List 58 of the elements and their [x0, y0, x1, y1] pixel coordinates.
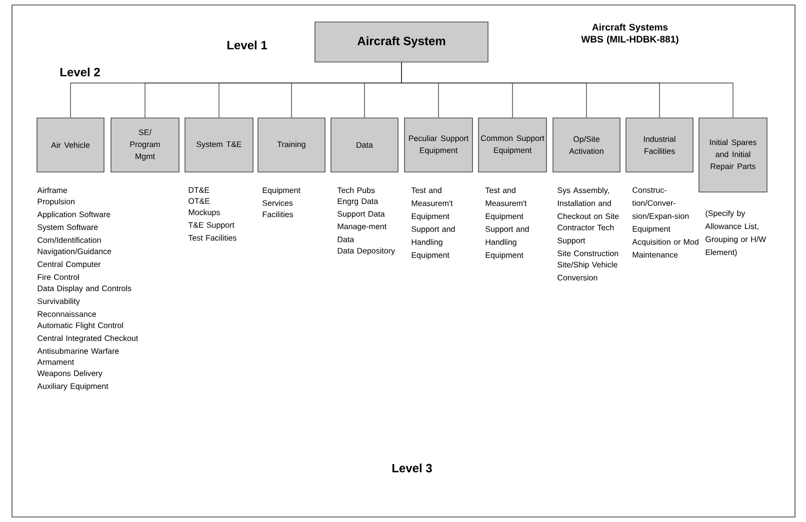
wbs-box: Peculiar Support Equipment [404, 118, 473, 172]
chart-title: Aircraft Systems WBS (MIL-HDBK-881) [581, 24, 678, 44]
list-item: Com/Identification [38, 237, 101, 243]
wbs-box: Common Support Equipment [478, 118, 547, 172]
level-label: Level 1 [227, 40, 267, 50]
connector-line [401, 62, 734, 118]
wbs-box: Industrial Facilities [626, 118, 694, 172]
list-item: Construc-tion/Conver-sion/Expan-sion [632, 187, 689, 220]
wbs-box: Air Vehicle [36, 118, 104, 172]
list-item: Fire Control [38, 274, 79, 280]
list-item: Support and Handling Equipment [412, 226, 455, 260]
list-item: Sys Assembly, Installation and Checkout on Site [558, 187, 619, 220]
list-item: T&E Support [188, 222, 234, 230]
list-item: Test and Measurem't Equipment [485, 187, 527, 221]
list-item: Armament [37, 359, 74, 365]
list-item: Test Facilities [188, 234, 236, 241]
list-item: Airframe [37, 187, 68, 194]
wbs-box: Training [258, 118, 326, 172]
list-item: Services [262, 200, 293, 206]
list-item: Data Display and Controls [38, 285, 132, 293]
list-item: Propulsion [38, 198, 74, 206]
list-item: Manage-ment Data [338, 224, 386, 242]
list-item: (Specify by Allowance List, Grouping or H/W Element) [705, 210, 766, 257]
list-item: Support and Handling Equipment [486, 226, 529, 260]
list-item: Site Construction [558, 250, 618, 256]
list-item: Weapons Delivery [37, 370, 102, 378]
list-item: Support Data [338, 211, 385, 218]
wbs-box: Initial Spares and Initial Repair Parts [698, 118, 768, 192]
level-label: Level 3 [392, 464, 432, 472]
list-item: Central Computer [38, 261, 101, 269]
list-item: DT&E [188, 187, 210, 193]
wbs-box: SE/ Program Mgmt [110, 118, 180, 172]
list-item: Navigation/Guidance [38, 248, 112, 256]
list-item: Equipment Acquisition or Mod [632, 226, 698, 246]
list-item: Mockups [188, 209, 220, 217]
wbs-box: Op/Site Activation [552, 118, 620, 172]
list-item: Facilities [262, 211, 294, 218]
list-item: Survivability [38, 298, 80, 306]
list-item: Reconnaissance [38, 311, 96, 317]
list-item: Engrg Data [338, 198, 378, 206]
list-item: Site/Ship Vehicle Conversion [558, 262, 618, 280]
list-item: Contractor Tech Support [558, 224, 614, 245]
list-item: Tech Pubs [337, 187, 375, 194]
list-item: Auxiliary Equipment [37, 383, 108, 391]
list-item: Automatic Flight Control [37, 322, 123, 330]
list-item: Antisubmarine Warfare [37, 348, 119, 354]
list-item: Equipment [262, 187, 300, 195]
list-item: Application Software [37, 211, 110, 219]
list-item: Central Integrated Checkout [38, 335, 138, 343]
list-item: OT&E [188, 198, 210, 204]
list-item: System Software [38, 224, 98, 232]
list-item: Test and Measurem't Equipment [411, 187, 453, 221]
wbs-box: Aircraft System [314, 22, 488, 62]
list-item: Maintenance [632, 252, 678, 258]
level-label: Level 2 [60, 68, 100, 76]
list-item: Data Depository [338, 248, 395, 256]
wbs-box: System T&E [184, 118, 254, 172]
wbs-box: Data [330, 118, 398, 172]
